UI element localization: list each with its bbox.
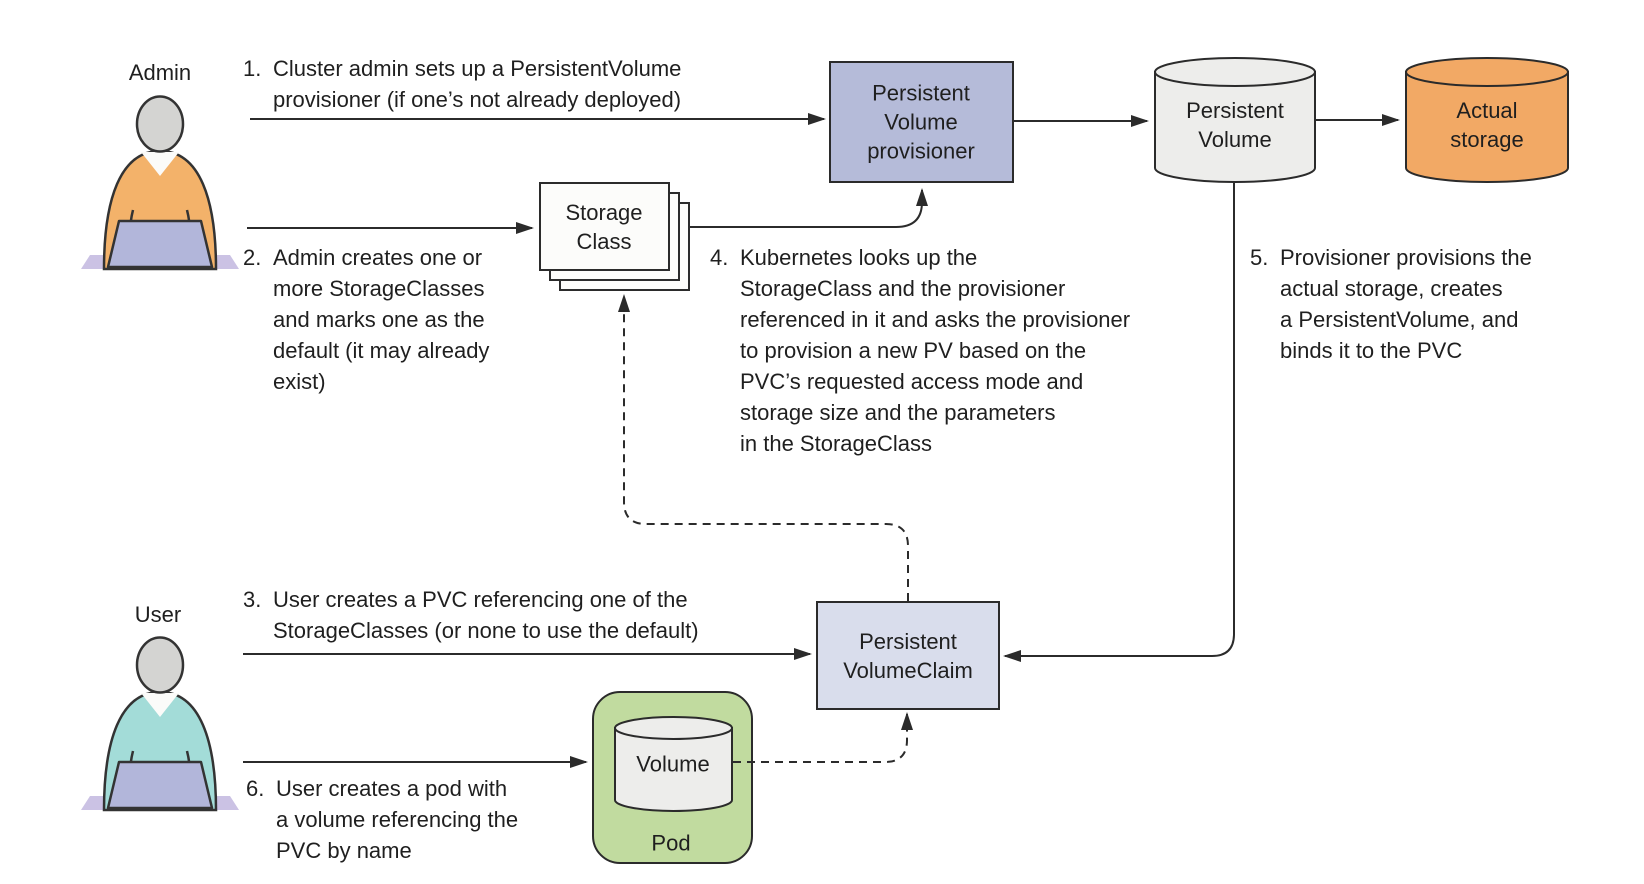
storage-class-sheet-1 xyxy=(539,182,670,271)
pod-volume-top xyxy=(614,716,733,740)
pv-cylinder-top xyxy=(1154,57,1316,87)
dashed-arrow-pvc-to-storageclass xyxy=(618,294,909,601)
user-figure xyxy=(81,636,239,812)
actual-storage-cylinder xyxy=(1405,57,1569,183)
arrow-storageclass-to-provisioner xyxy=(689,188,928,228)
dashed-arrow-volume-to-pvc xyxy=(733,712,913,763)
admin-figure xyxy=(81,95,239,271)
admin-vneck xyxy=(141,152,179,176)
actual-storage-top xyxy=(1405,57,1569,87)
user-laptop xyxy=(106,760,214,810)
storage-class-stack xyxy=(539,182,690,291)
pv-cylinder-body xyxy=(1154,71,1316,183)
admin-head xyxy=(135,95,185,153)
pod-volume-body xyxy=(614,727,733,812)
user-head xyxy=(135,636,185,694)
persistent-volume-cylinder xyxy=(1154,57,1316,183)
actual-storage-body xyxy=(1405,71,1569,183)
pvc-box xyxy=(816,601,1000,710)
admin-laptop xyxy=(106,219,214,269)
arrow-pv-to-pvc xyxy=(1003,183,1235,662)
pv-provisioner-box xyxy=(829,61,1014,183)
pod-volume-cylinder xyxy=(614,716,733,812)
user-vneck xyxy=(141,693,179,717)
